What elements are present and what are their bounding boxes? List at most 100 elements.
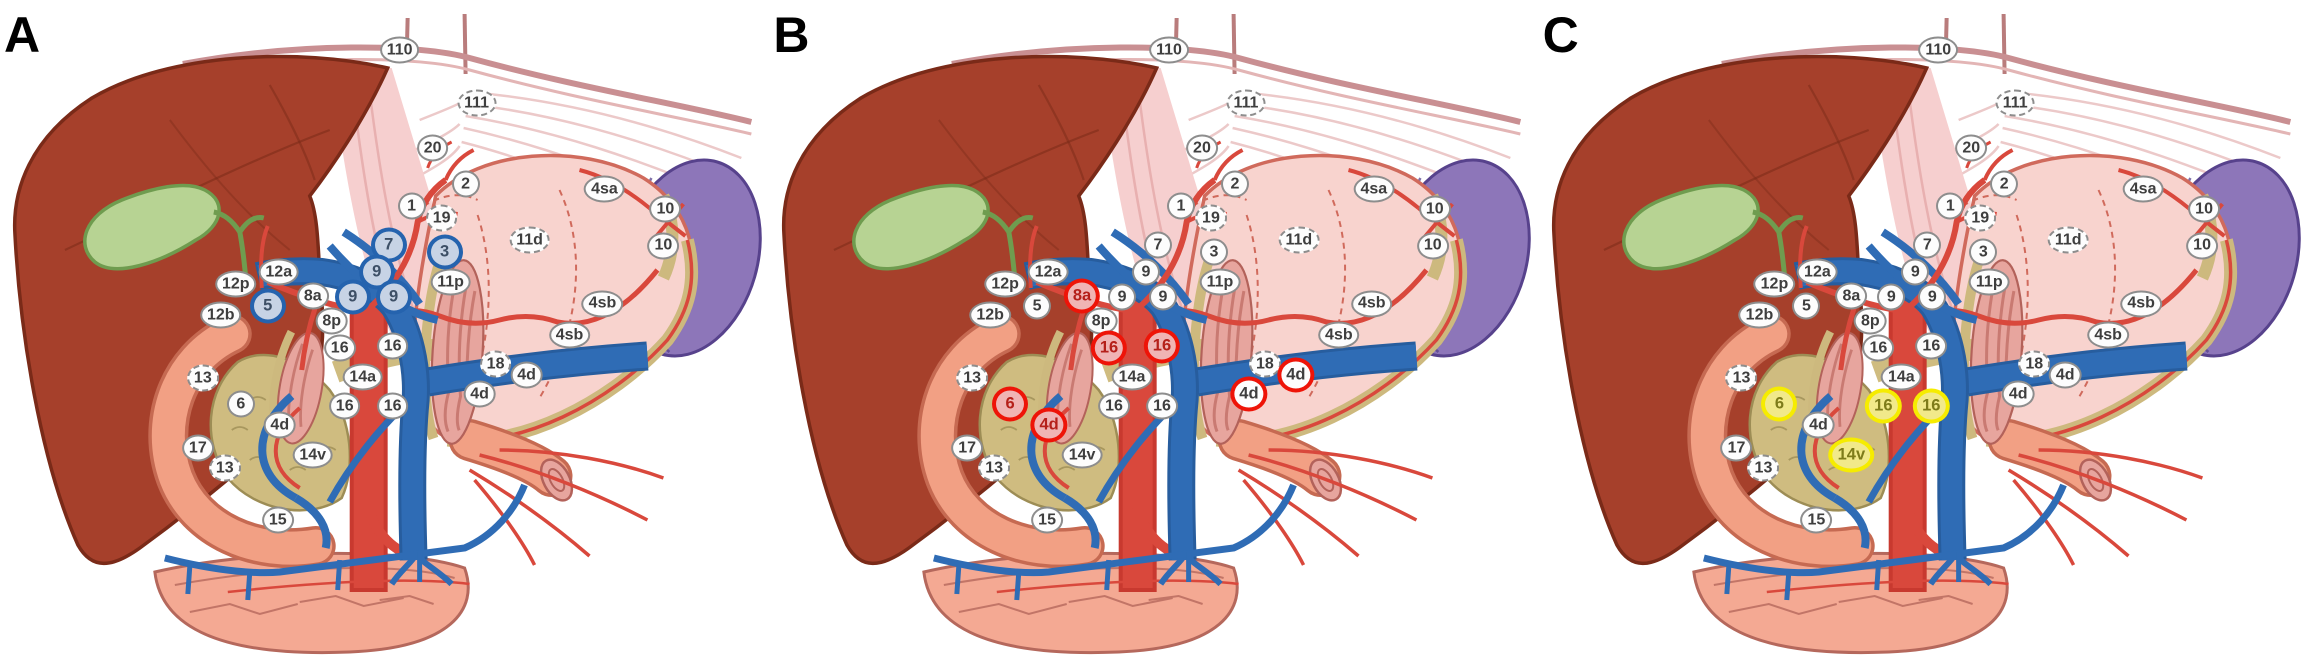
- lymph-node-label-16: 16: [1913, 388, 1950, 424]
- lymph-node-label-1: 1: [397, 192, 426, 220]
- lymph-node-label-4d: 4d: [2048, 361, 2082, 389]
- lymph-node-label-6: 6: [992, 386, 1029, 422]
- lymph-node-label-8a: 8a: [1063, 278, 1101, 314]
- lymph-node-label-16: 16: [328, 392, 361, 420]
- lymph-node-label-16: 16: [376, 392, 409, 420]
- lymph-node-label-4sb: 4sb: [1318, 321, 1360, 349]
- lymph-node-label-9: 9: [1148, 283, 1177, 311]
- lymph-node-label-4d: 4d: [510, 361, 543, 389]
- lymph-node-label-12p: 12p: [214, 270, 257, 298]
- lymph-node-label-14a: 14a: [1880, 363, 1922, 391]
- gallbladder-shape: [1621, 183, 1804, 291]
- lymph-node-label-5: 5: [1792, 292, 1821, 320]
- jejunal-arteries: [1238, 448, 1434, 566]
- lymph-node-label-16: 16: [1090, 330, 1128, 366]
- lymph-node-label-8a: 8a: [296, 282, 329, 310]
- panel-letter: A: [4, 7, 41, 63]
- lymph-node-label-11d: 11d: [2047, 226, 2089, 254]
- lymph-node-label-4sb: 4sb: [2120, 290, 2162, 318]
- lymph-node-label-13: 13: [1747, 454, 1780, 482]
- lymph-node-label-9: 9: [1131, 258, 1160, 286]
- lymph-node-label-12p: 12p: [1753, 270, 1796, 298]
- lymph-node-label-2: 2: [451, 170, 480, 198]
- marginal-vessels: [933, 483, 1298, 601]
- superior-mesenteric-artery: [1126, 379, 1183, 561]
- lymph-node-label-110: 110: [379, 36, 420, 64]
- lymph-node-label-14a: 14a: [1111, 363, 1153, 391]
- lymph-node-label-7: 7: [1143, 231, 1172, 259]
- lymph-node-label-3: 3: [426, 234, 463, 270]
- lymph-node-label-10: 10: [1416, 232, 1449, 260]
- lymph-node-label-4sb: 4sb: [548, 321, 591, 349]
- superior-mesenteric-artery: [1896, 379, 1953, 561]
- lymph-node-label-10: 10: [1418, 195, 1451, 223]
- lymph-node-label-15: 15: [1031, 506, 1063, 534]
- lymph-node-label-4sa: 4sa: [2122, 175, 2164, 203]
- lymph-node-label-4sb: 4sb: [2087, 321, 2129, 349]
- lymph-node-label-10: 10: [2186, 232, 2218, 260]
- lymph-node-label-4sa: 4sa: [1353, 175, 1395, 203]
- lymph-node-label-4sb: 4sb: [1351, 290, 1393, 318]
- lymph-node-label-13: 13: [956, 364, 989, 392]
- panel-letter: C: [1542, 7, 1579, 63]
- lymph-node-label-4d: 4d: [263, 411, 297, 439]
- lymph-node-label-111: 111: [1995, 89, 2035, 117]
- lymph-node-label-14v: 14v: [292, 441, 334, 469]
- jejunum: [1217, 419, 1343, 502]
- lymph-node-label-4sb: 4sb: [581, 290, 624, 318]
- lymph-node-label-13: 13: [1725, 364, 1758, 392]
- lymph-node-label-13: 13: [208, 454, 241, 482]
- lymph-node-label-111: 111: [1226, 89, 1266, 117]
- lymph-node-label-110: 110: [1149, 36, 1189, 64]
- anatomy-illustration: [782, 13, 1532, 655]
- lymph-node-label-12a: 12a: [258, 258, 300, 286]
- lymph-node-label-9: 9: [1877, 283, 1906, 311]
- lymph-node-label-4d: 4d: [1802, 411, 1835, 439]
- lymph-node-label-6: 6: [226, 390, 255, 418]
- marginal-vessels: [1702, 483, 2067, 601]
- lymph-node-label-10: 10: [647, 232, 680, 260]
- lymph-node-label-4d: 4d: [1277, 357, 1315, 393]
- gallbladder-shape: [852, 183, 1034, 291]
- lymph-node-label-11p: 11p: [1968, 268, 2010, 296]
- lymph-node-label-11d: 11d: [1278, 226, 1320, 254]
- lymph-node-label-5: 5: [1023, 292, 1052, 320]
- lymph-node-label-14v: 14v: [1828, 437, 1875, 473]
- lymph-node-label-18: 18: [479, 350, 512, 378]
- lymph-node-label-19: 19: [425, 204, 458, 232]
- lymph-node-label-4d: 4d: [2001, 380, 2035, 408]
- lymph-node-label-5: 5: [249, 288, 286, 324]
- lymph-node-label-11p: 11p: [430, 268, 471, 296]
- lymph-node-label-12a: 12a: [1027, 258, 1069, 286]
- superior-mesenteric-artery: [357, 379, 414, 561]
- lymph-node-label-16: 16: [376, 332, 409, 360]
- lymph-node-label-110: 110: [1918, 36, 1959, 64]
- lymph-node-label-17: 17: [181, 434, 214, 462]
- lymph-node-label-9: 9: [334, 279, 371, 315]
- portal-vein: [1793, 257, 1969, 561]
- lymph-node-label-16: 16: [1098, 392, 1130, 420]
- lymph-node-label-11d: 11d: [509, 226, 550, 254]
- lymph-node-label-14a: 14a: [342, 363, 384, 391]
- lymph-node-label-10: 10: [649, 195, 682, 223]
- lymph-node-label-18: 18: [2018, 350, 2051, 378]
- lymph-node-label-4sa: 4sa: [584, 175, 625, 203]
- lymph-node-label-4d: 4d: [463, 380, 496, 408]
- lymph-node-label-20: 20: [416, 134, 449, 162]
- lymph-node-label-16: 16: [1146, 392, 1178, 420]
- lymph-node-label-12p: 12p: [984, 270, 1026, 298]
- lymph-node-label-15: 15: [1800, 506, 1833, 534]
- lymph-node-label-20: 20: [1186, 134, 1218, 162]
- lymph-node-label-1: 1: [1936, 192, 1965, 220]
- lymph-node-label-6: 6: [1761, 386, 1798, 422]
- jejunal-arteries: [468, 448, 665, 566]
- lymph-node-label-12a: 12a: [1797, 258, 1838, 286]
- lymph-node-label-12b: 12b: [200, 301, 242, 329]
